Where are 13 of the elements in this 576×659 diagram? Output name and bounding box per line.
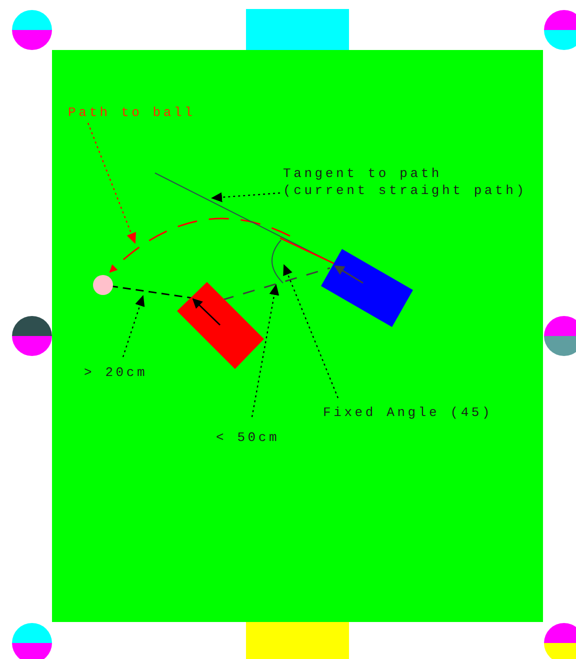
leader-line	[251, 284, 280, 418]
leader-line	[122, 295, 145, 358]
path-direction-arrow	[109, 218, 290, 273]
annotation-text: Path to ball	[68, 104, 196, 121]
annotation-text: > 20cm	[84, 364, 149, 381]
leader-line	[87, 122, 136, 244]
annotation-text: Tangent to path (current straight path)	[283, 165, 528, 199]
leader-line	[211, 192, 280, 202]
annotation-text: Fixed Angle (45)	[323, 404, 494, 421]
dimension-line	[222, 267, 330, 301]
angle-marker	[272, 237, 336, 284]
leader-line	[283, 264, 339, 398]
annotation-text: < 50cm	[216, 429, 281, 446]
